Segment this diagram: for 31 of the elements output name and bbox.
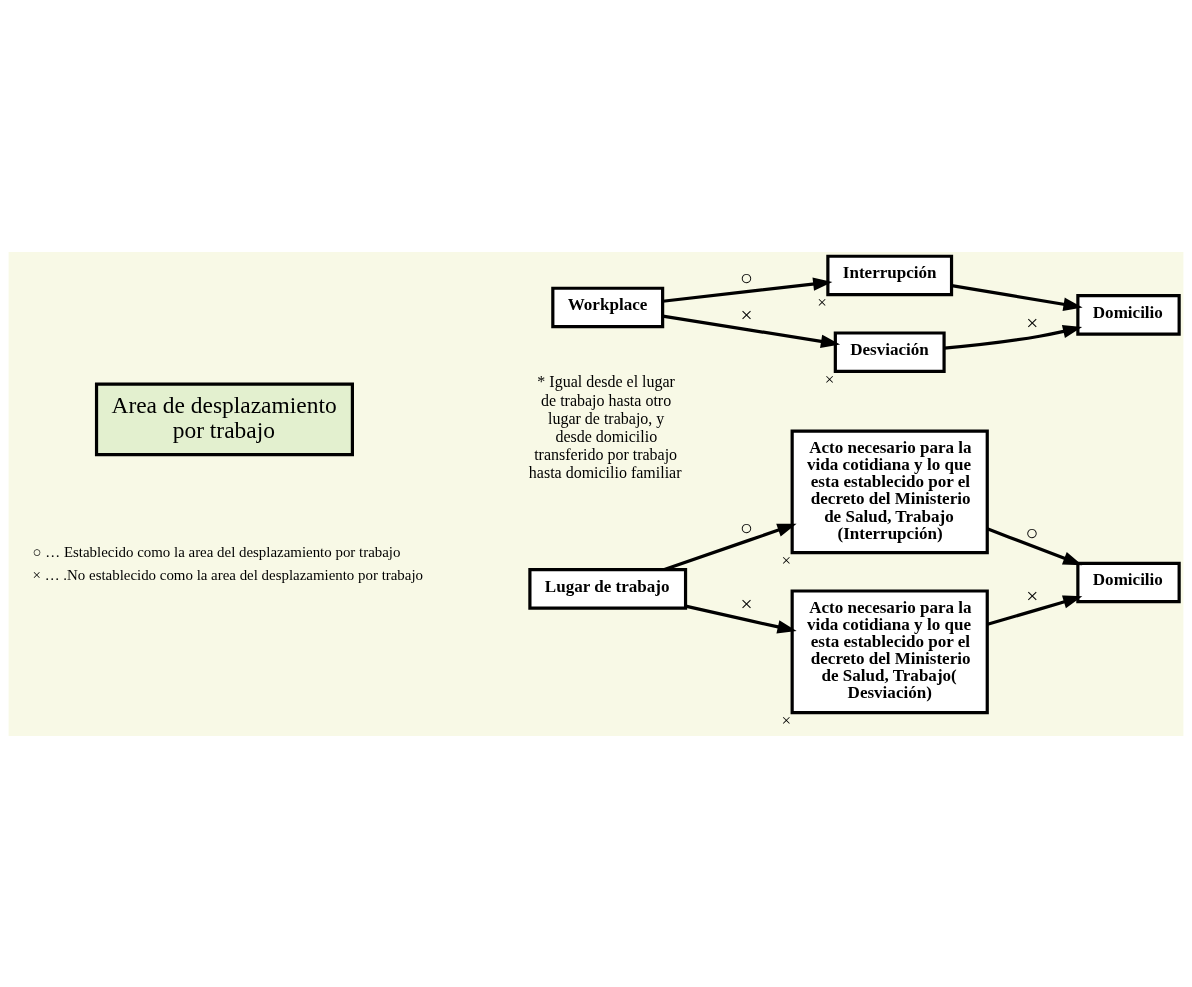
edge-label: × [740, 302, 753, 327]
edge-label: × [1026, 583, 1039, 608]
node-label: × [781, 550, 792, 570]
node-box: Acto necesario para la vida cotidiana y lo que esta establecido por el decreto del Ministerio de Salud, Trabajo (Interrupción) [790, 429, 989, 554]
arrow [663, 523, 797, 571]
node-box: Domicilio [1076, 293, 1181, 336]
node-label: × [824, 369, 835, 389]
node-box: Workplace [551, 286, 665, 328]
node-box: Desviación [833, 330, 946, 373]
node-label: × [817, 292, 827, 312]
arrow [685, 604, 797, 633]
arrow [951, 283, 1083, 311]
edge-label: ○ [1025, 520, 1039, 545]
edge-label: × [1026, 310, 1039, 335]
arrow [944, 324, 1083, 350]
arrow [987, 594, 1083, 626]
node-box: Lugar de trabajo [528, 567, 688, 610]
edge-label: × [740, 591, 753, 616]
arrow [986, 526, 1083, 565]
node-box: Domicilio [1076, 561, 1181, 603]
node-label: × [781, 710, 792, 730]
node-box: Interrupción [826, 254, 954, 296]
arrow [662, 276, 833, 303]
arrow [662, 314, 841, 348]
edge-label: ○ [739, 265, 753, 290]
legend-label: ○ … Establecido como la area del desplazamiento por trabajo [32, 543, 401, 560]
edge-label: ○ [739, 515, 753, 540]
node-box: Acto necesario para la vida cotidiana y lo que esta establecido por el decreto del Ministerio de Salud, Trabajo( Desviación) [790, 588, 989, 714]
legend-label: × … .No establecido como la area del desplazamiento por trabajo [32, 566, 424, 582]
node-box: Area de desplazamiento por trabajo [94, 382, 354, 456]
label: * Igual desde el lugar de trabajo hasta otro lugar de trabajo, y desde domicilio transferido por trabajo hasta domicilio familiar [528, 372, 682, 481]
